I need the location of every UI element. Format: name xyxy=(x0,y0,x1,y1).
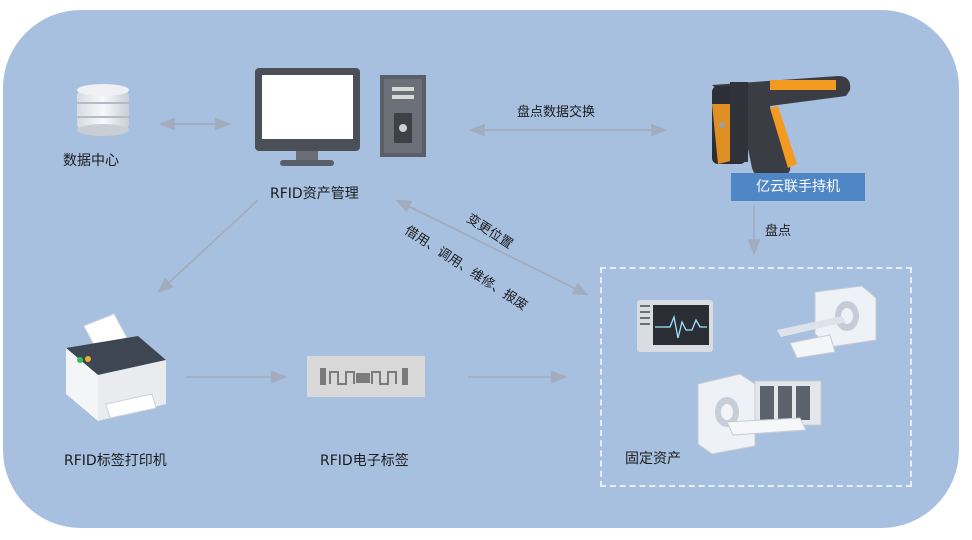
database-icon xyxy=(77,84,129,136)
printer-icon xyxy=(66,313,166,421)
monitor-icon xyxy=(255,68,360,166)
fixed-assets-group xyxy=(600,267,912,487)
rfid-tag-label: RFID电子标签 xyxy=(320,453,409,469)
check-label: 盘点 xyxy=(765,224,792,239)
printer-label: RFID标签打印机 xyxy=(64,453,167,469)
fixed-assets-label: 固定资产 xyxy=(625,451,681,467)
edge-manager-printer xyxy=(157,199,259,294)
edge-manager-fixed-assets xyxy=(395,199,589,296)
data-center-label: 数据中心 xyxy=(63,153,119,169)
computer-tower-icon xyxy=(380,75,426,157)
rfid-manager-label: RFID资产管理 xyxy=(270,186,359,202)
handheld-label: 亿云联手持机 xyxy=(756,179,840,195)
ct-scanner-icon xyxy=(777,285,877,359)
exchange-label: 盘点数据交换 xyxy=(517,105,596,120)
rfid-tag-icon xyxy=(307,356,425,397)
rfid-handheld-scanner-icon xyxy=(712,76,851,178)
handheld-label-box: 亿云联手持机 xyxy=(731,173,865,201)
patient-monitor-icon xyxy=(637,300,713,352)
mri-machine-icon xyxy=(697,373,822,455)
